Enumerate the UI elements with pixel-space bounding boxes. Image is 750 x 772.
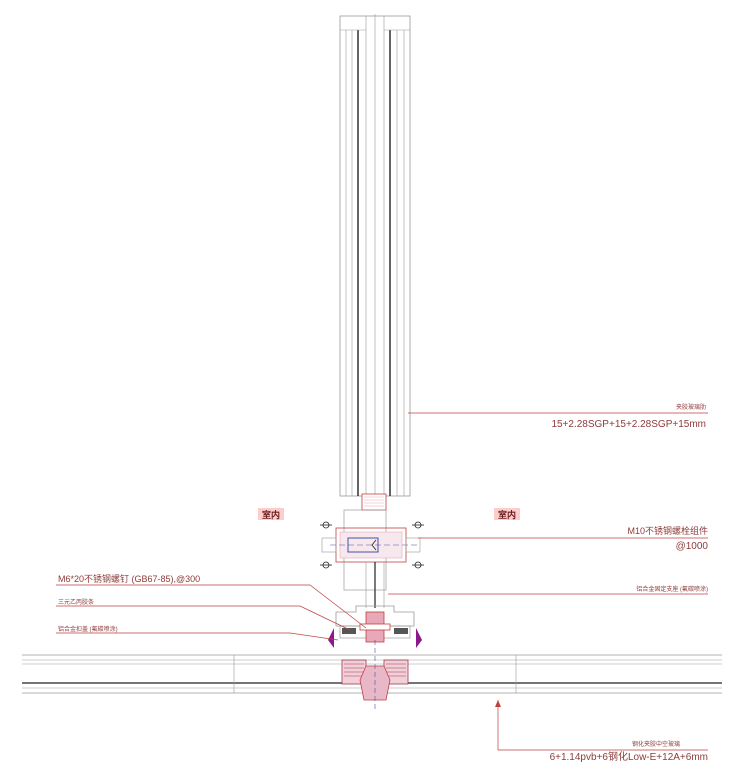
ig-glass-spec: 6+1.14pvb+6钢化Low-E+12A+6mm: [550, 750, 708, 763]
bolt-spacing: @1000: [676, 541, 709, 552]
screw-spec-label: M6*20不锈钢螺钉 (GB67-85),@300: [58, 573, 200, 584]
glass-fin-spec: 15+2.28SGP+15+2.28SGP+15mm: [551, 419, 706, 430]
ig-glass-title: 钢化夹胶中空玻璃: [632, 740, 680, 748]
bolt-assembly-title: M10不锈钢螺栓组件: [627, 525, 708, 536]
aluminium-bracket-label: 铝合金固定支座 (氟碳喷涂): [636, 585, 708, 593]
insulated-glass-panel: [22, 640, 722, 712]
epdm-strip-label: 三元乙丙胶条: [58, 598, 94, 606]
fin-shoe: [361, 493, 387, 511]
glass-fin: [339, 14, 411, 497]
room-tag-right: 室内: [494, 508, 520, 520]
aluminium-base: [328, 605, 422, 648]
room-tag-left: 室内: [258, 508, 284, 520]
svg-text:室内: 室内: [498, 509, 516, 520]
leader-lines: [56, 412, 708, 751]
glass-fin-title: 夹胶玻璃肋: [676, 403, 706, 411]
aluminium-cover-label: 铝合金扣盖 (氟碳喷涂): [58, 625, 118, 633]
leader-arrow: [495, 700, 501, 707]
svg-text:室内: 室内: [262, 509, 280, 520]
bolt-clamp-assembly: [320, 509, 424, 608]
